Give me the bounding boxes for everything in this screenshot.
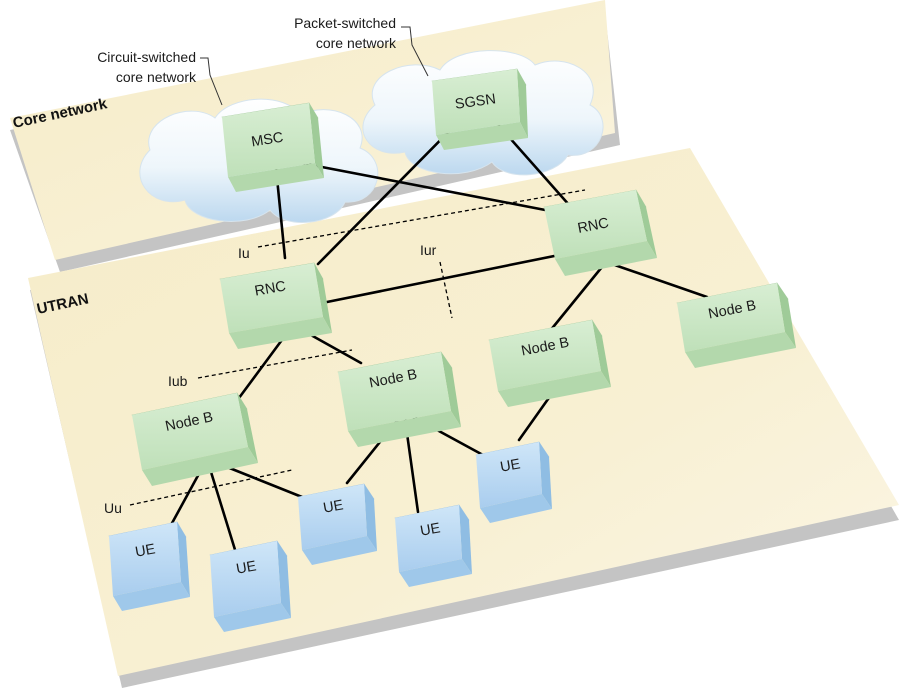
iu-interface-line bbox=[257, 189, 586, 248]
circuit-switched-callout: Circuit-switched core network bbox=[97, 49, 223, 106]
ue-4-label: UE bbox=[419, 520, 442, 539]
uu-interface-label: Uu bbox=[104, 500, 122, 516]
packet-callout-line2: core network bbox=[316, 35, 397, 51]
nodeb-1-node[interactable]: Node B bbox=[131, 392, 258, 486]
rnc-right-label: RNC bbox=[576, 215, 610, 237]
ue-1-label: UE bbox=[134, 541, 157, 560]
packet-switched-callout: Packet-switched core network bbox=[294, 15, 429, 77]
circuit-callout-leader bbox=[200, 57, 223, 106]
ue-2-label: UE bbox=[235, 558, 258, 577]
ue-3-node[interactable]: UE bbox=[297, 483, 377, 565]
circuit-callout-line1: Circuit-switched bbox=[97, 49, 196, 65]
link-nodeb1-ue2 bbox=[205, 457, 238, 555]
rnc-right-node[interactable]: RNC bbox=[543, 189, 657, 276]
iur-interface-line bbox=[439, 261, 453, 319]
ue-4-node[interactable]: UE bbox=[394, 504, 472, 587]
iur-interface-label: Iur bbox=[420, 242, 437, 258]
msc-node[interactable]: MSC bbox=[221, 102, 324, 192]
ue-5-node[interactable]: UE bbox=[475, 441, 552, 523]
msc-label: MSC bbox=[250, 130, 284, 151]
ue-3-label: UE bbox=[322, 497, 345, 516]
link-rnc-rnc-iur bbox=[325, 250, 576, 304]
sgsn-node[interactable]: SGSN bbox=[431, 68, 528, 150]
iub-interface-line bbox=[197, 349, 353, 379]
link-rnc-right-nodeb4 bbox=[604, 260, 709, 299]
packet-callout-leader bbox=[401, 26, 429, 77]
nodeb-2-node[interactable]: Node B bbox=[337, 351, 461, 447]
packet-callout-line1: Packet-switched bbox=[294, 15, 396, 31]
rnc-left-label: RNC bbox=[253, 278, 287, 299]
iub-interface-label: Iub bbox=[168, 373, 188, 389]
sgsn-label: SGSN bbox=[454, 91, 497, 113]
nodeb-4-node[interactable]: Node B bbox=[676, 282, 796, 368]
link-msc-rnc-right bbox=[273, 156, 599, 222]
ue-1-node[interactable]: UE bbox=[108, 521, 190, 611]
nodeb-3-node[interactable]: Node B bbox=[488, 319, 611, 407]
ue-2-node[interactable]: UE bbox=[209, 540, 291, 632]
ue-5-label: UE bbox=[499, 456, 522, 475]
rnc-left-node[interactable]: RNC bbox=[219, 262, 332, 349]
iu-interface-label: Iu bbox=[238, 245, 250, 261]
circuit-callout-line2: core network bbox=[116, 69, 197, 85]
